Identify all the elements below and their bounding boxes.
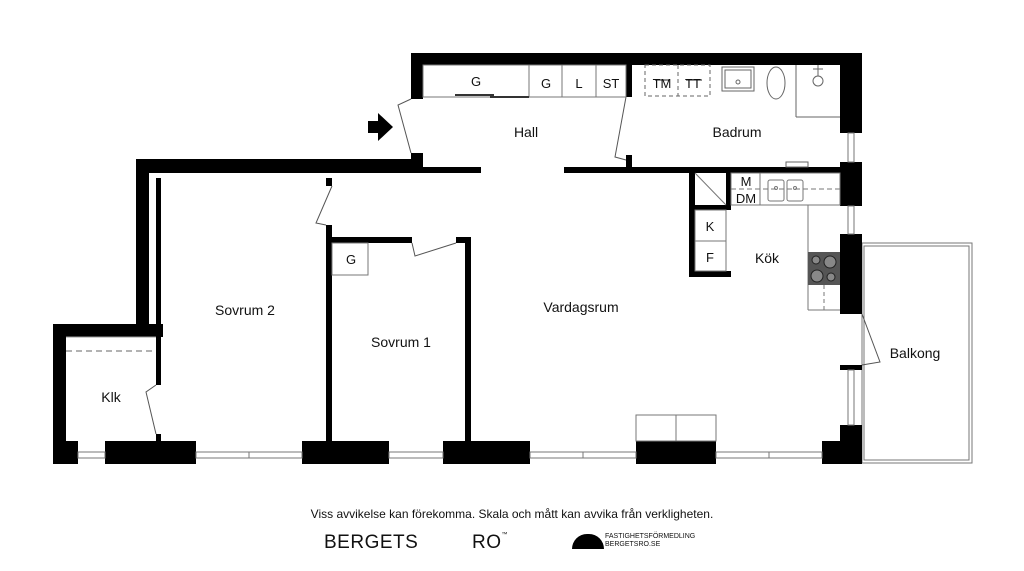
sink-icon xyxy=(767,179,785,202)
brand-trademark: ™ xyxy=(501,532,508,538)
sink-icon xyxy=(721,66,755,92)
brand-bergets: BERGETS xyxy=(324,532,419,553)
fixture-label-g-sovrum1: G xyxy=(346,252,356,267)
living-room-bench xyxy=(635,414,717,442)
fixture-label-k: K xyxy=(706,219,715,234)
fixture-label-st: ST xyxy=(603,76,620,91)
brand-ro: RO™ xyxy=(472,532,508,554)
doors xyxy=(145,96,881,435)
room-label-balkong: Balkong xyxy=(890,345,941,361)
firm-line1: FASTIGHETSFÖRMEDLING xyxy=(605,533,696,540)
entry-arrow-icon xyxy=(368,113,393,141)
firm-text: FASTIGHETSFÖRMEDLING BERGETSRO.SE xyxy=(605,533,695,549)
disclaimer-text: Viss avvikelse kan förekomma. Skala och … xyxy=(310,507,714,521)
stove-icon xyxy=(808,252,840,285)
room-label-klk: Klk xyxy=(101,389,121,405)
bathroom-fixtures xyxy=(644,64,840,168)
shower-icon xyxy=(812,75,824,87)
room-label-kok: Kök xyxy=(755,250,780,266)
room-label-sovrum1: Sovrum 1 xyxy=(371,334,431,350)
room-label-vardagsrum: Vardagsrum xyxy=(543,299,618,315)
firm-logo-icon xyxy=(572,534,604,549)
balcony xyxy=(861,242,973,464)
room-label-sovrum2: Sovrum 2 xyxy=(215,302,275,318)
kitchen-fixtures xyxy=(694,172,841,311)
room-label-badrum: Badrum xyxy=(712,124,761,140)
fixture-label-g: G xyxy=(471,74,481,89)
windows xyxy=(77,132,855,459)
walls xyxy=(53,53,862,464)
room-label-hall: Hall xyxy=(514,124,538,140)
brand-ro-text: RO xyxy=(472,532,502,553)
fixture-label-tm: TM xyxy=(653,76,672,91)
hall-wardrobes xyxy=(422,64,627,98)
fixture-label-g2: G xyxy=(541,76,551,91)
fixture-label-m: M xyxy=(741,174,752,189)
toilet-icon xyxy=(766,66,786,100)
firm-line2: BERGETSRO.SE xyxy=(605,541,661,548)
fixture-label-f: F xyxy=(706,250,714,265)
fixture-label-l: L xyxy=(575,76,582,91)
fixture-label-tt: TT xyxy=(685,76,701,91)
fixture-label-dm: DM xyxy=(736,191,756,206)
sovrum1-wardrobe xyxy=(331,242,369,276)
